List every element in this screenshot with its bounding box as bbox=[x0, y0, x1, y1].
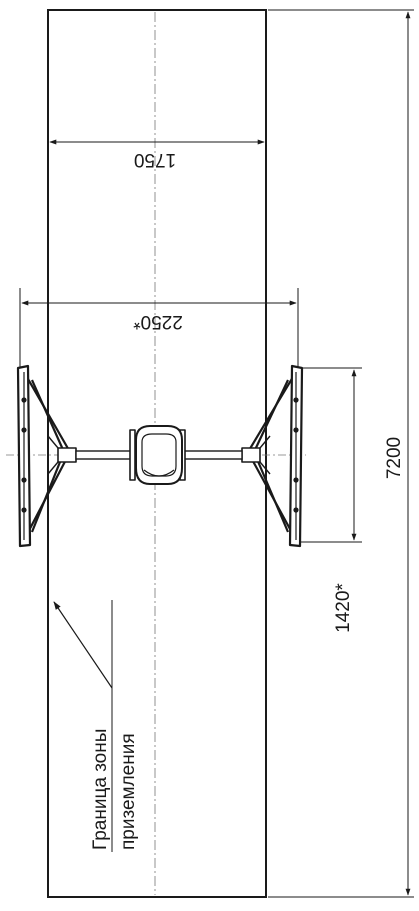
boundary-label-line1: Граница зоны bbox=[90, 729, 111, 850]
boundary-label-line2: приземления bbox=[118, 733, 139, 850]
dimension-label-7200: 7200 bbox=[384, 437, 405, 479]
dimension-label-1420: 1420* bbox=[333, 583, 354, 633]
dimension-label-1750: 1750 bbox=[134, 149, 176, 170]
dimension-label-2250: 2250* bbox=[133, 311, 183, 332]
swing-seat bbox=[129, 425, 186, 485]
boundary-leader-line bbox=[53, 601, 113, 689]
right-a-frame bbox=[241, 364, 304, 548]
left-a-frame bbox=[16, 364, 77, 548]
landing-zone-boundary bbox=[47, 9, 267, 898]
